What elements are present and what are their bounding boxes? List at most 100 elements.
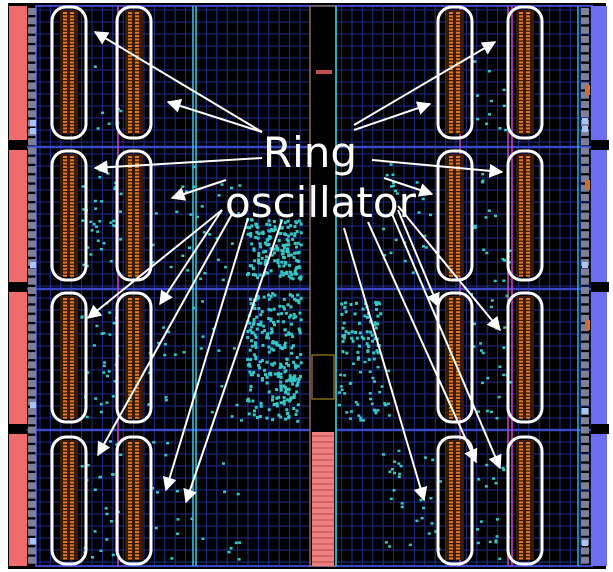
logic-cell [485, 122, 489, 126]
logic-cell [250, 224, 254, 228]
ring-oscillator-highlight-ellipse [50, 291, 88, 424]
pointer-arrow [93, 157, 263, 175]
ring-oscillator-cell [526, 514, 530, 517]
ring-oscillator-cell [449, 521, 453, 524]
ring-oscillator-cell [449, 383, 453, 386]
logic-cell [270, 228, 274, 231]
logic-cell [350, 336, 354, 340]
logic-cell [184, 190, 188, 193]
ring-oscillator-cell [456, 41, 460, 44]
logic-cell [361, 307, 365, 311]
ring-oscillator-cell [63, 298, 67, 300]
ring-oscillator-cell [63, 393, 67, 396]
logic-cell [285, 398, 289, 402]
logic-cell [157, 341, 161, 345]
logic-cell [272, 247, 276, 251]
ring-oscillator-cell [449, 347, 453, 350]
ring-oscillator-cell [63, 400, 67, 403]
ring-oscillator-cell [70, 416, 74, 419]
logic-cell [256, 276, 260, 280]
logic-cell [290, 232, 294, 236]
ring-oscillator-cell [70, 380, 74, 383]
ring-oscillator-cell [449, 471, 453, 474]
ring-oscillator-cell [70, 215, 74, 218]
logic-cell [151, 243, 155, 247]
ring-oscillator-cell [449, 68, 453, 71]
logic-cell [269, 308, 273, 312]
ring-oscillator-cell [128, 251, 132, 254]
logic-cell [267, 350, 271, 354]
logic-cell [423, 456, 427, 459]
ring-oscillator-cell [135, 61, 139, 64]
ring-oscillator-cell [456, 554, 460, 557]
ring-oscillator-cell [519, 195, 523, 198]
ring-oscillator-cell [128, 54, 132, 57]
logic-cell [255, 327, 259, 331]
ring-oscillator-cell [70, 120, 74, 123]
left-io-slot [28, 45, 36, 53]
logic-cell [254, 298, 258, 302]
logic-cell [494, 481, 498, 485]
pointer-arrow [170, 179, 227, 201]
ring-oscillator-cell [63, 127, 67, 130]
logic-cell [102, 364, 106, 368]
ring-oscillator-cell [63, 198, 67, 201]
logic-cell [273, 227, 277, 231]
logic-cell [258, 242, 262, 246]
logic-cell [357, 414, 361, 417]
logic-cell [489, 305, 493, 309]
left-io-slot [28, 547, 36, 555]
ring-oscillator-cell [519, 403, 523, 406]
logic-cell [249, 297, 252, 301]
ring-oscillator-cell [526, 255, 530, 257]
ring-oscillator-cell [70, 347, 74, 350]
ring-oscillator-cell [135, 307, 139, 310]
ring-oscillator-cell [70, 264, 74, 267]
ring-oscillator-cell [519, 301, 523, 304]
left-io-slot [28, 491, 36, 499]
ring-oscillator-highlight-ellipse [50, 5, 88, 140]
ring-oscillator-cell [456, 410, 460, 413]
logic-cell [257, 254, 261, 258]
io-bank-gap [9, 282, 27, 292]
right-io-slot [581, 8, 589, 15]
ring-oscillator-cell [135, 461, 139, 464]
logic-cell [498, 127, 502, 130]
ring-oscillator-cell [128, 111, 132, 113]
logic-cell [111, 553, 115, 557]
logic-cell [257, 364, 261, 367]
ring-oscillator-cell [63, 235, 67, 238]
logic-cell [505, 294, 509, 298]
logic-cell [288, 399, 292, 403]
io-slot-highlight [582, 118, 588, 124]
ring-oscillator-cell [526, 35, 530, 38]
ring-oscillator-cell [449, 45, 453, 47]
ring-oscillator-cell [526, 364, 530, 366]
logic-cell [249, 302, 253, 306]
ring-oscillator-cell [456, 471, 460, 474]
logic-cell [291, 335, 295, 339]
ring-oscillator-cell [449, 544, 453, 547]
pointer-arrow [353, 41, 497, 126]
logic-cell [487, 209, 491, 212]
ring-oscillator-cell [128, 445, 132, 448]
ring-oscillator-cell [456, 317, 460, 320]
ring-oscillator-cell [526, 45, 530, 47]
ring-oscillator-highlight-ellipse [436, 149, 474, 282]
logic-cell [429, 497, 433, 500]
ring-oscillator-cell [519, 344, 523, 347]
right-io-slot [581, 510, 589, 518]
logic-cell [295, 356, 299, 360]
ring-oscillator-cell [135, 35, 139, 38]
logic-cell [236, 492, 240, 496]
ring-oscillator-column [125, 10, 143, 134]
logic-cell [293, 234, 297, 238]
ring-oscillator-cell [63, 317, 67, 320]
ring-oscillator-cell [526, 31, 530, 34]
ring-oscillator-cell [70, 127, 74, 130]
logic-cell [268, 236, 272, 240]
logic-cell [232, 347, 236, 350]
ring-oscillator-cell [135, 74, 139, 77]
logic-cell [109, 440, 112, 443]
ring-oscillator-cell [63, 189, 67, 191]
